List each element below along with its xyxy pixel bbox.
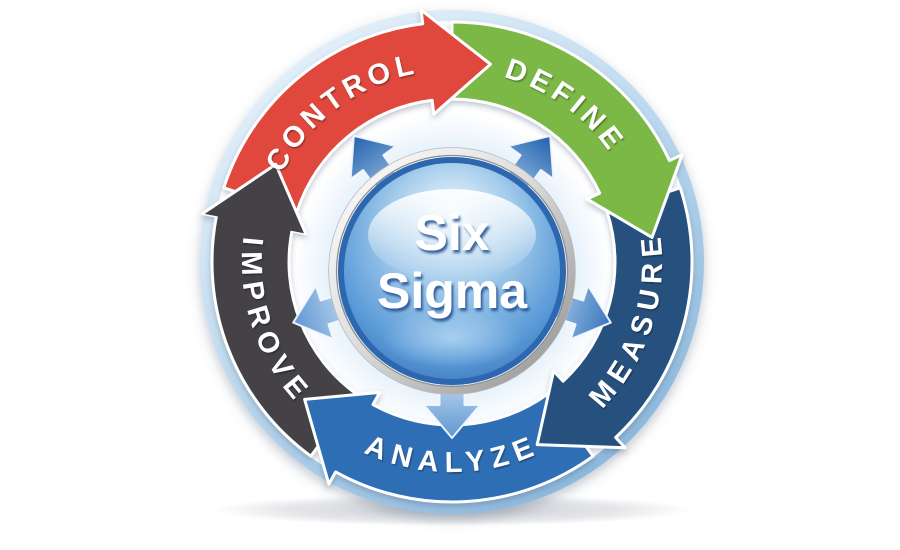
segment-improve bbox=[201, 162, 358, 458]
segment-improve-head-outline bbox=[201, 162, 308, 236]
segment-improve-head bbox=[202, 164, 306, 234]
segment-define bbox=[450, 20, 684, 239]
sphere-inner-line bbox=[335, 154, 569, 388]
segment-analyze bbox=[303, 390, 595, 504]
segment-control bbox=[222, 8, 492, 214]
sphere-gloss-highlight bbox=[368, 189, 536, 281]
center-text-line1: Six bbox=[414, 205, 489, 261]
center-text-line2: Sigma bbox=[377, 263, 528, 319]
sphere-silver-ring bbox=[329, 148, 575, 394]
segment-measure bbox=[535, 186, 694, 450]
sphere-bottom-glow bbox=[382, 308, 522, 368]
